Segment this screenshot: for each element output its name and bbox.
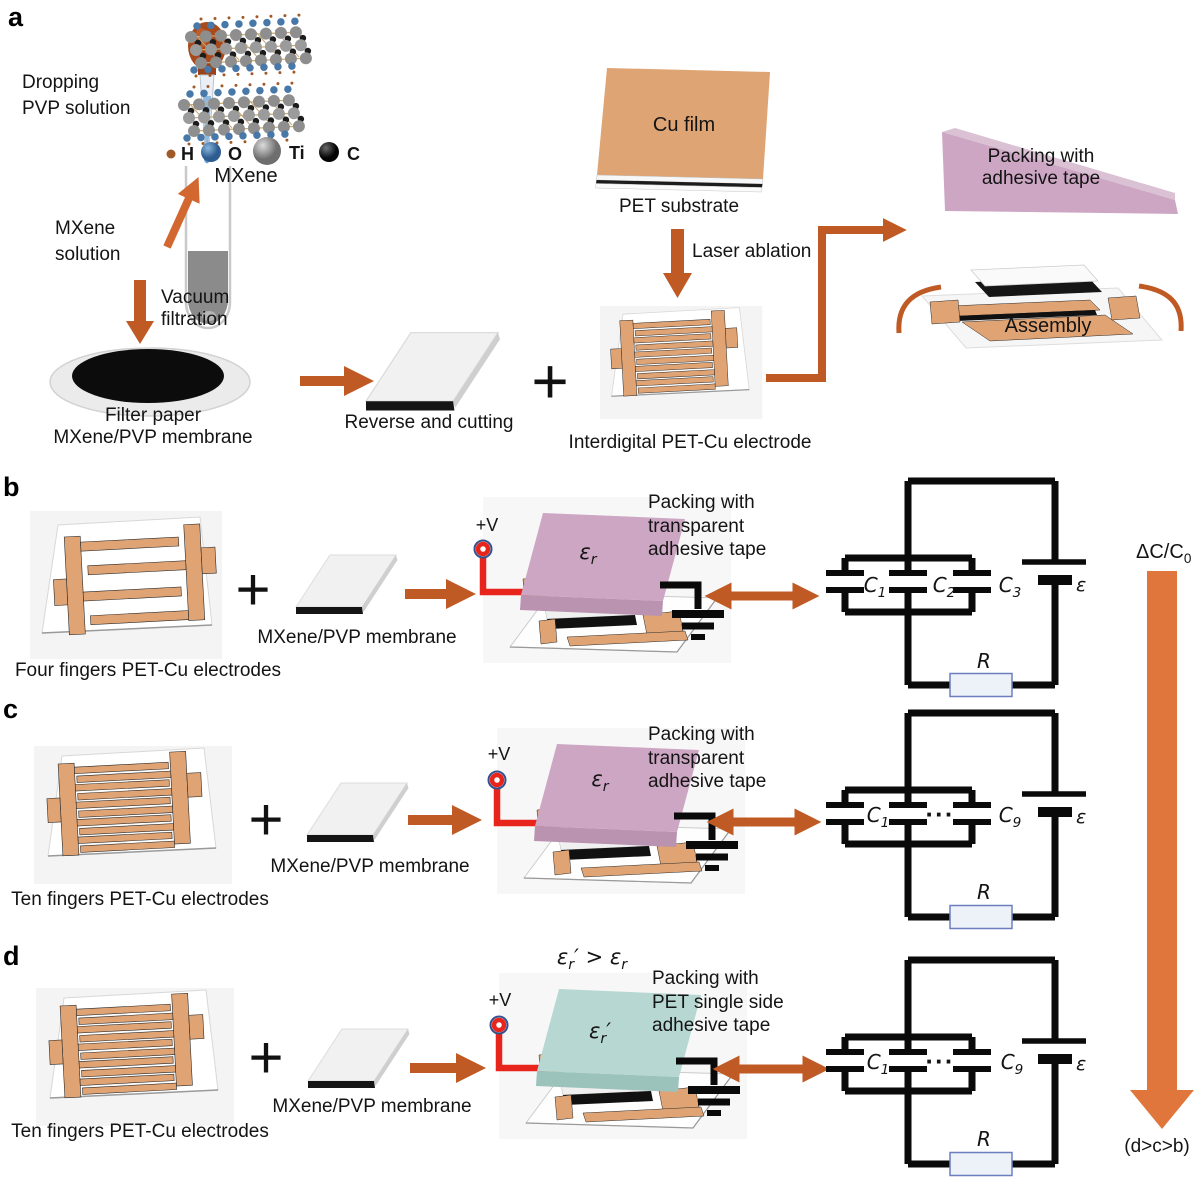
electrode-ten-fingers-c: [33, 745, 233, 885]
voltage-label-b: +V: [475, 515, 499, 535]
electrode-four-fingers: [29, 510, 223, 660]
assembly-label: Assembly: [1004, 315, 1092, 337]
legend-h-label: H: [181, 144, 194, 164]
legend-c-label: C: [347, 144, 360, 164]
capacitor-last-label-c: C9: [998, 803, 1022, 831]
cu-film-illustration: [595, 68, 770, 193]
laser-ablation-label: Laser ablation: [692, 241, 812, 262]
pet-substrate-label: PET substrate: [618, 196, 740, 217]
laser-ablation-arrow: [663, 229, 692, 298]
ranking-label: (d>c>b): [1124, 1136, 1190, 1157]
reverse-cutting-label: Reverse and cutting: [344, 412, 514, 433]
dropping-pvp-label: Dropping PVP solution: [22, 72, 131, 119]
ten-fingers-label-d: Ten fingers PET-Cu electrodes: [11, 1121, 269, 1142]
packing-tape-label-a: Packing with adhesive tape: [981, 146, 1101, 189]
filter-paper-illustration: [49, 347, 251, 417]
membrane-slab-a: [365, 331, 501, 412]
plus-sign-d: +: [248, 1024, 284, 1091]
packing-label-c: Packing with transparent adhesive tape: [648, 724, 767, 792]
resistor-label-b: R: [977, 649, 991, 673]
capacitor-dots-c: ···: [925, 799, 955, 829]
capacitor-dots-d: ···: [925, 1046, 955, 1076]
permittivity-label-c: εr: [591, 767, 609, 796]
vacuum-filtration-label: Vacuum filtration: [161, 287, 230, 330]
panel-d-label: d: [3, 941, 20, 971]
permittivity-label-d: εr′: [588, 1019, 612, 1048]
capacitance-ratio-label: ΔC/C0: [1136, 541, 1192, 566]
membrane-slab-b: [295, 554, 398, 615]
panel-c-label: c: [3, 694, 19, 724]
resistor-label-c: R: [977, 880, 991, 904]
membrane-label-c: MXene/PVP membrane: [270, 856, 470, 877]
permittivity-label-b: εr: [579, 540, 597, 569]
atom-legend-spheres: [166, 137, 339, 165]
tube-to-lattice-arrow: [163, 177, 200, 249]
mxene-caption: MXene: [214, 165, 278, 187]
cu-film-label: Cu film: [652, 114, 716, 136]
panel-a-label: a: [8, 2, 24, 32]
emf-label-b: ε: [1076, 574, 1087, 596]
legend-ti-label: Ti: [289, 143, 305, 163]
capacitor-first-label-c: C1: [866, 803, 890, 831]
capacitor-c2-label-b: C2: [932, 573, 956, 601]
voltage-label-d: +V: [488, 990, 512, 1010]
voltage-label-c: +V: [487, 744, 511, 764]
capacitor-c3-label-b: C3: [998, 573, 1022, 601]
permittivity-inequality-d: εr′ > εr: [556, 945, 628, 974]
capacitor-last-label-d: C9: [1000, 1050, 1024, 1078]
capacitance-change-arrow: [1130, 571, 1194, 1129]
electrode-ten-fingers-d: [35, 987, 235, 1127]
resistor-label-d: R: [977, 1127, 991, 1151]
equivalent-circuit-c: [826, 713, 1086, 929]
vacuum-filtration-arrow: [126, 280, 154, 344]
plus-sign-b: +: [235, 556, 271, 623]
emf-label-c: ε: [1076, 806, 1087, 828]
filter-paper-label: Filter paper MXene/PVP membrane: [53, 405, 253, 448]
four-fingers-label: Four fingers PET-Cu electrodes: [14, 660, 282, 681]
membrane-slab-c: [306, 782, 409, 843]
membrane-label-b: MXene/PVP membrane: [257, 627, 457, 648]
ten-fingers-label-c: Ten fingers PET-Cu electrodes: [11, 889, 269, 910]
assembly-illustration: [896, 128, 1184, 349]
capacitor-first-label-d: C1: [866, 1050, 890, 1078]
legend-o-label: O: [228, 144, 243, 164]
interdigital-electrode-a: [599, 305, 763, 420]
membrane-slab-d: [307, 1028, 410, 1089]
packing-label-b: Packing with transparent adhesive tape: [648, 492, 767, 560]
interdigital-electrode-label: Interdigital PET-Cu electrode: [568, 432, 812, 453]
membrane-label-d: MXene/PVP membrane: [272, 1096, 472, 1117]
packing-label-d: Packing with PET single side adhesive ta…: [652, 968, 784, 1036]
panel-b-label: b: [3, 472, 20, 502]
plus-sign-c: +: [248, 786, 284, 853]
equivalent-circuit-d: [826, 960, 1086, 1176]
capacitor-c1-label-b: C1: [863, 573, 887, 601]
test-tube-illustration: [184, 166, 232, 330]
electrode-to-assembly-connector: [766, 218, 907, 382]
mxene-solution-label: MXene solution: [55, 218, 121, 265]
emf-label-d: ε: [1076, 1053, 1087, 1075]
plus-sign-a: +: [531, 345, 569, 417]
